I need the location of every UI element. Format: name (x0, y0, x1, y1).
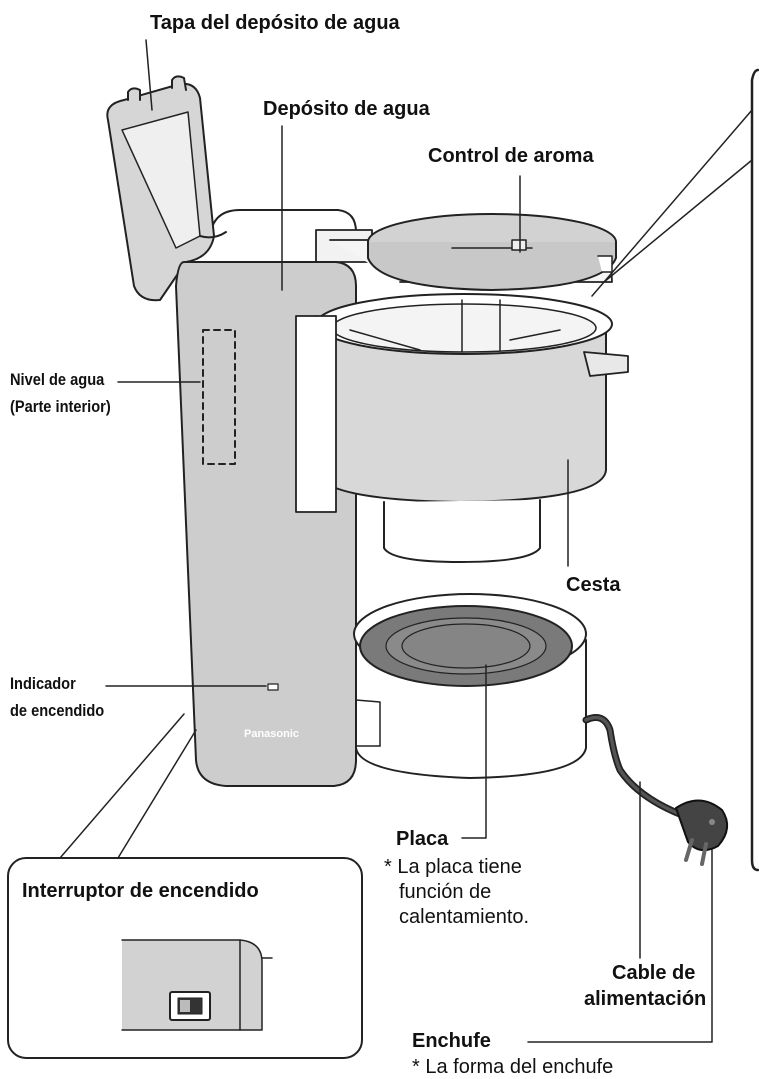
plate-note-line-2: función de (399, 880, 491, 904)
label-plug: Enchufe (412, 1030, 491, 1052)
plug-note: * La forma del enchufe (412, 1055, 613, 1079)
power-indicator-led (268, 684, 278, 690)
label-water-tank-lid: Tapa del depósito de agua (150, 12, 400, 34)
label-water-tank: Depósito de agua (263, 98, 430, 120)
power-cable (586, 718, 690, 818)
label-water-level: Nivel de agua (10, 371, 104, 390)
plate-note-line-1: * La placa tiene (384, 855, 522, 879)
plate-note-line-3: calentamiento. (399, 905, 529, 929)
label-aroma-control: Control de aroma (428, 145, 594, 167)
label-water-level-inner: (Parte interior) (10, 398, 111, 417)
label-power-switch: Interruptor de encendido (22, 880, 259, 902)
label-warming-plate: Placa (396, 828, 448, 850)
label-basket: Cesta (566, 574, 620, 596)
aroma-control-knob (512, 240, 526, 250)
label-power-cable: Cable de (612, 962, 695, 984)
label-power-cable-2: alimentación (584, 988, 706, 1010)
power-plug (676, 800, 727, 850)
brand-logo-text: Panasonic (244, 728, 299, 740)
detail-callout-frame (752, 70, 758, 870)
label-power-indicator: Indicador (10, 675, 76, 694)
label-power-indicator-2: de encendido (10, 702, 104, 721)
